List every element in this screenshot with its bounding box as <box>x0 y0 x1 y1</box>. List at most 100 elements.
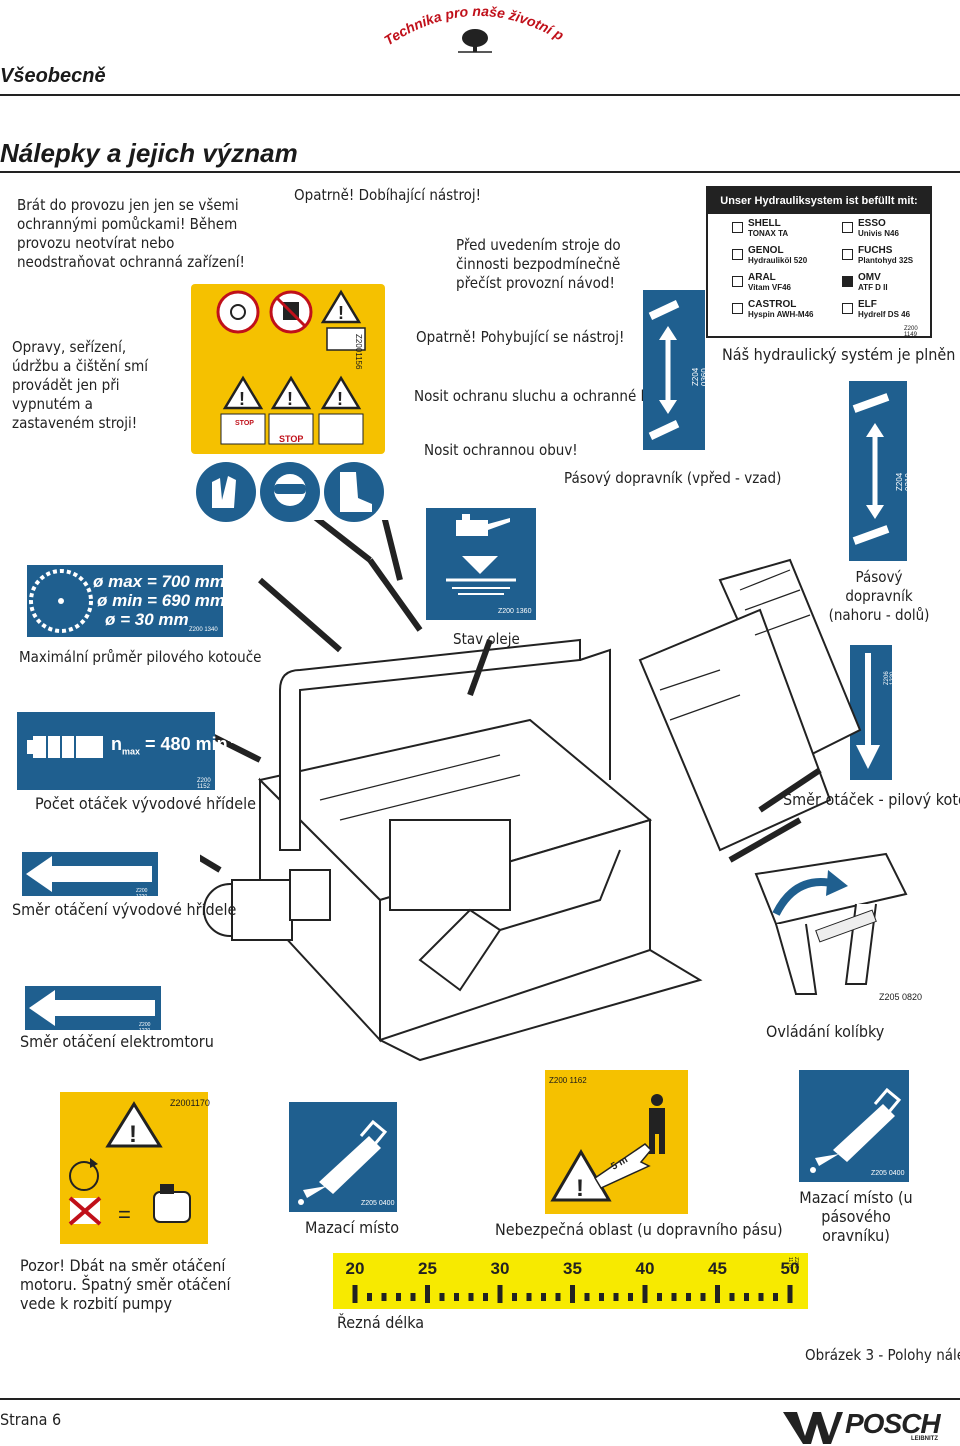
oil-brand: ARAL <box>748 272 776 283</box>
decal-code: Z200 1152 <box>197 778 211 790</box>
label-pto-dir: Směr otáčení vývodové hřídele <box>12 900 237 919</box>
ruler-minor-tick <box>367 1293 372 1301</box>
ruler-minor-tick <box>613 1293 619 1301</box>
ruler-minor-tick <box>439 1293 445 1301</box>
rpm-sup: -1 <box>227 735 236 745</box>
checkbox-icon <box>842 249 853 260</box>
warning-triangle-icon: ! <box>222 375 264 410</box>
label-hydraulic: Náš hydraulický systém je plněn s: <box>722 345 960 364</box>
svg-text:!: ! <box>239 389 245 409</box>
rotating-blade-icon <box>216 290 260 334</box>
left-arrow-icon <box>29 990 155 1026</box>
dia-min: ø min = 690 mm <box>97 591 226 610</box>
ruler-minor-tick <box>729 1293 735 1301</box>
level-arrow-icon <box>446 556 516 595</box>
ruler-number: 45 <box>708 1259 727 1278</box>
pto-shaft-icon <box>27 736 103 758</box>
decal-code: Z204 0310 <box>895 472 913 491</box>
oil-brand: OMV <box>858 272 881 283</box>
hydraulic-decal: Unser Hydrauliksystem ist befüllt mit: S… <box>706 186 932 338</box>
conveyor-decal: Z206 1220 <box>850 645 896 780</box>
ruler-minor-tick <box>555 1293 561 1301</box>
ruler-minor-tick <box>700 1293 706 1301</box>
checkbox-icon <box>732 222 743 233</box>
decal-code: Z204 0360 <box>691 367 709 386</box>
stop-text: STOP <box>279 434 304 444</box>
checkbox-icon <box>842 303 853 314</box>
ruler-minor-tick <box>526 1293 532 1301</box>
label-cradle: Ovládání kolíbky <box>766 1022 885 1041</box>
warning-triangle-icon: ! <box>320 375 362 410</box>
label-maintenance: Opravy, seřízení, údržbu a čištění smí p… <box>12 338 149 432</box>
decal-code: Z205 0820 <box>879 992 923 1002</box>
ruler-number: 20 <box>345 1259 365 1278</box>
grease-gun-icon <box>298 1119 388 1205</box>
conveyor-decal: Z204 0310 <box>849 381 913 561</box>
label-motor-warn: Pozor! Dbát na směr otáčení motoru. Špat… <box>20 1256 231 1313</box>
conveyor-icon <box>648 420 680 440</box>
ruler-minor-tick <box>744 1293 749 1301</box>
oil-type: TONAX TA <box>748 229 789 238</box>
conveyor-icon <box>648 300 680 320</box>
oil-type: Univis N46 <box>858 229 899 238</box>
ruler-number: 35 <box>563 1259 582 1278</box>
title-rule <box>0 171 960 173</box>
label-oil-level: Stav oleje <box>453 630 520 648</box>
posch-logo: POSCH LEIBNITZ <box>783 1408 957 1444</box>
blade-diameter-decal: ø max = 700 mm ø min = 690 mm ø = 30 mm … <box>27 565 226 637</box>
motor-direction-decal: Z200 1220 <box>25 986 161 1034</box>
label-blade-dia: Maximální průměr pilového kotouče <box>19 648 262 666</box>
decal-code: Z200 1162 <box>549 1076 587 1085</box>
safety-decal: ! ! ! ! STOP STOP Z2001156 <box>191 284 385 454</box>
checkbox-icon <box>732 276 743 287</box>
ruler-number: 25 <box>418 1259 437 1278</box>
no-hand-icon <box>269 290 313 334</box>
warning-triangle-icon: ! <box>550 1149 612 1202</box>
brand-sub: LEIBNITZ <box>911 1436 938 1442</box>
left-arrow-icon <box>26 856 152 892</box>
oil-brand: CASTROL <box>748 299 797 310</box>
label-blade-dir: Směr otáček - pilový kotouč <box>783 790 960 809</box>
dia-max: ø max = 700 mm <box>93 572 225 591</box>
ruler-major-tick <box>570 1285 575 1303</box>
decal-code: Z205 0400 <box>361 1200 395 1207</box>
ruler-major-tick <box>497 1285 503 1303</box>
ruler-minor-tick <box>381 1293 387 1301</box>
svg-text:=: = <box>118 1202 131 1227</box>
ruler-minor-tick <box>468 1293 474 1301</box>
ruler-minor-tick <box>584 1293 590 1301</box>
oil-brand: ESSO <box>858 218 886 229</box>
svg-text:!: ! <box>337 389 343 409</box>
grease-decal: Z205 0400 <box>289 1102 397 1212</box>
oil-type: Hydrelf DS 46 <box>858 310 911 319</box>
conveyor-icon <box>852 525 890 545</box>
oil-brand: GENOL <box>748 245 784 256</box>
ruler-major-tick <box>642 1285 648 1303</box>
curved-arrow-icon <box>772 870 848 916</box>
double-arrow-icon <box>866 423 884 519</box>
decal-code: Z200 1220 <box>139 1022 151 1034</box>
oil-brand: FUCHS <box>858 245 893 256</box>
ruler-number: 30 <box>490 1259 510 1278</box>
decal-code: Z200 1170 <box>787 1257 799 1269</box>
oil-type: Hydrauliköl 520 <box>748 256 808 265</box>
ruler-minor-tick <box>599 1293 604 1301</box>
label-danger-zone: Nebezpečná oblast (u dopravního pásu) <box>495 1220 783 1239</box>
machine-illustration <box>200 520 862 1062</box>
oil-brand: SHELL <box>748 218 781 229</box>
label-shoes: Nosit ochrannou obuv! <box>424 441 578 459</box>
dia-bore: ø = 30 mm <box>105 610 189 629</box>
ruler-major-tick <box>787 1285 793 1303</box>
ruler-minor-tick <box>483 1293 488 1301</box>
conveyor-decal: Z204 0360 <box>643 290 709 450</box>
ruler-major-tick <box>715 1285 720 1303</box>
cradle-illustration <box>754 852 908 995</box>
danger-zone-decal: ! Z200 1162 5 m <box>545 1070 688 1214</box>
